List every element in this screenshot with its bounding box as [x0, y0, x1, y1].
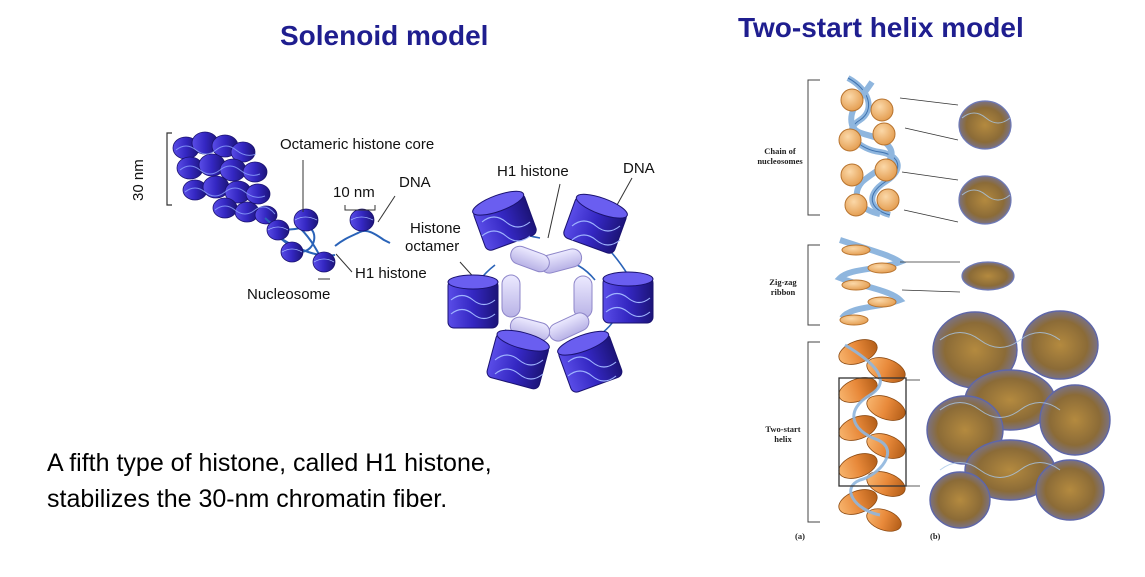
solenoid-model-title: Solenoid model	[280, 20, 489, 51]
solenoid-leader-lines	[302, 160, 633, 283]
two-start-helix-model-title: Two-start helix model	[738, 12, 1024, 43]
zig-zag-ribbon-label-line1: Zig-zag	[769, 277, 797, 287]
caption-line-2: stabilizes the 30-nm chromatin fiber.	[47, 485, 448, 513]
panel-a-label: (a)	[795, 531, 805, 541]
dna-label-right: DNA	[623, 160, 655, 177]
scale-30nm-label: 30 nm	[130, 159, 147, 201]
solenoid-cluster	[172, 131, 278, 225]
h1-rosette	[447, 190, 654, 393]
chain-of-nucleosomes-label-line2: nucleosomes	[757, 156, 803, 166]
panel-b-label: (b)	[930, 531, 941, 541]
two-start-helix-label-line2: helix	[774, 434, 792, 444]
two-start-helix-label-line1: Two-start	[765, 424, 801, 434]
ten-nm-label: 10 nm	[333, 184, 375, 201]
scale-bracket-30nm	[166, 132, 172, 206]
h1-histone-label-top: H1 histone	[497, 163, 569, 180]
dna-label-left: DNA	[399, 174, 431, 191]
h1-histone-label-left: H1 histone	[355, 265, 427, 282]
two-start-helix-panel-a	[807, 75, 907, 532]
nucleosome-label: Nucleosome	[247, 286, 331, 303]
chain-of-nucleosomes-label-line1: Chain of	[764, 146, 796, 156]
two-start-helix-panel-b	[899, 97, 1111, 529]
histone-octamer-label-line1: Histone	[410, 220, 461, 237]
octameric-histone-core-label: Octameric histone core	[280, 136, 435, 153]
unfolding-fiber	[264, 208, 391, 273]
histone-octamer-label-line2: octamer	[405, 238, 460, 255]
zig-zag-ribbon-label-line2: ribbon	[770, 287, 796, 297]
caption-line-1: A fifth type of histone, called H1 histo…	[47, 449, 492, 477]
